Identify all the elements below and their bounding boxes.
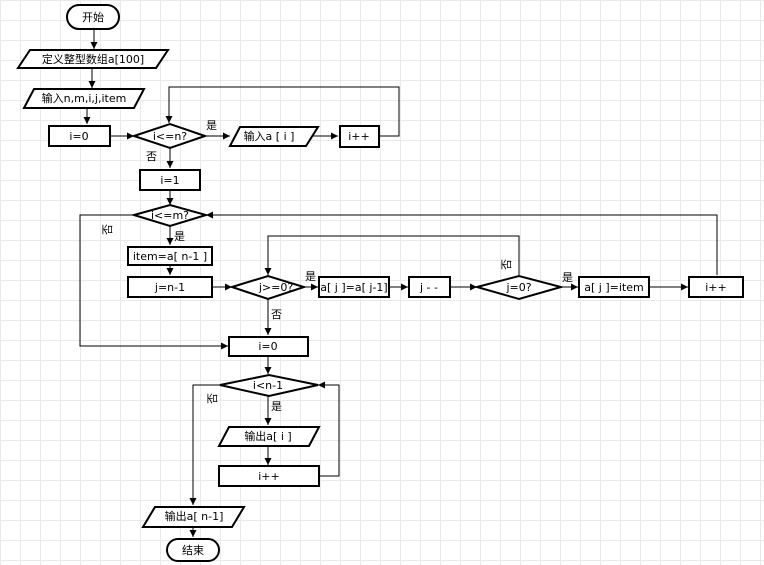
node-cond-j-eq-0-text: j=0? bbox=[505, 281, 531, 294]
node-init-i0-b: i=0 bbox=[228, 336, 309, 357]
node-input-vars: 输入n,m,i,j,item bbox=[22, 88, 146, 109]
node-cond-j-ge-0: j>=0? bbox=[228, 274, 308, 301]
node-init-i0-text: i=0 bbox=[69, 130, 88, 143]
node-inc-i-2: i++ bbox=[688, 276, 744, 298]
label-no-cond5: 否 bbox=[206, 393, 219, 404]
node-dec-j: j - - bbox=[408, 276, 451, 298]
node-shift-text: a[ j ]=a[ j-1] bbox=[320, 281, 387, 294]
node-end-text: 结束 bbox=[182, 544, 204, 557]
node-init-i0: i=0 bbox=[48, 125, 111, 147]
label-no-cond4: 否 bbox=[500, 259, 513, 270]
node-cond-i-le-n: i<=n? bbox=[130, 122, 209, 150]
node-dec-j-text: j - - bbox=[419, 281, 438, 294]
node-define-array: 定义整型数组a[100] bbox=[16, 49, 170, 69]
branch-labels: 是 否 否 是 是 否 是 否 否 是 bbox=[101, 119, 573, 413]
node-place-item: a[ j ]=item bbox=[578, 276, 650, 298]
node-inc-i-3-text: i++ bbox=[258, 470, 280, 483]
label-no-cond2: 否 bbox=[101, 224, 114, 235]
node-cond-j-eq-0: j=0? bbox=[473, 274, 565, 301]
node-inc-i-1: i++ bbox=[339, 125, 380, 148]
edge-loop3-back bbox=[318, 381, 340, 477]
node-init-i1-text: i=1 bbox=[160, 174, 179, 187]
node-cond-i-le-m-text: i<=m? bbox=[151, 209, 189, 222]
node-cond-i-le-n-text: i<=n? bbox=[153, 130, 187, 143]
node-inc-i-1-text: i++ bbox=[348, 130, 370, 143]
node-shift: a[ j ]=a[ j-1] bbox=[318, 276, 390, 298]
node-output-an1-text: 输出a[ n-1] bbox=[165, 509, 224, 523]
node-init-i0-b-text: i=0 bbox=[258, 340, 277, 353]
node-output-ai: 输出a[ i ] bbox=[217, 426, 321, 447]
node-init-i1: i=1 bbox=[139, 169, 201, 191]
label-no-cond3: 否 bbox=[271, 308, 282, 321]
label-yes-cond4: 是 bbox=[562, 271, 573, 284]
edge-cond2-init0b bbox=[79, 214, 228, 350]
node-define-array-text: 定义整型数组a[100] bbox=[42, 52, 144, 66]
label-yes-cond1: 是 bbox=[206, 119, 217, 132]
node-cond-i-le-m: i<=m? bbox=[130, 203, 210, 228]
node-input-vars-text: 输入n,m,i,j,item bbox=[42, 91, 127, 105]
edge-cond4-back bbox=[264, 235, 520, 275]
edge-cond5-output-last bbox=[189, 384, 220, 505]
node-end: 结束 bbox=[166, 538, 220, 562]
node-assign-item-text: item=a[ n-1 ] bbox=[133, 250, 207, 263]
node-assign-item: item=a[ n-1 ] bbox=[127, 246, 213, 266]
label-yes-cond3: 是 bbox=[305, 270, 316, 283]
node-input-ai: 输入a [ i ] bbox=[228, 126, 320, 147]
node-start: 开始 bbox=[66, 4, 120, 30]
node-start-text: 开始 bbox=[82, 10, 104, 24]
node-inc-i-2-text: i++ bbox=[705, 281, 727, 294]
node-output-an1: 输出a[ n-1] bbox=[141, 506, 246, 528]
node-cond-i-lt-n1-text: i<n-1 bbox=[253, 379, 283, 392]
edge-loop2-back bbox=[206, 211, 718, 275]
node-inc-i-3: i++ bbox=[218, 465, 320, 487]
edge-loop1-back bbox=[165, 86, 400, 137]
node-place-item-text: a[ j ]=item bbox=[584, 281, 643, 294]
node-input-ai-text: 输入a [ i ] bbox=[244, 129, 295, 143]
node-cond-i-lt-n1: i<n-1 bbox=[219, 373, 319, 398]
node-assign-j: j=n-1 bbox=[127, 276, 213, 298]
label-yes-cond5: 是 bbox=[271, 400, 282, 413]
label-yes-cond2: 是 bbox=[174, 230, 185, 243]
label-no-cond1: 否 bbox=[146, 150, 157, 163]
node-assign-j-text: j=n-1 bbox=[154, 281, 185, 294]
node-output-ai-text: 输出a[ i ] bbox=[244, 429, 291, 443]
node-cond-j-ge-0-text: j>=0? bbox=[258, 281, 293, 294]
